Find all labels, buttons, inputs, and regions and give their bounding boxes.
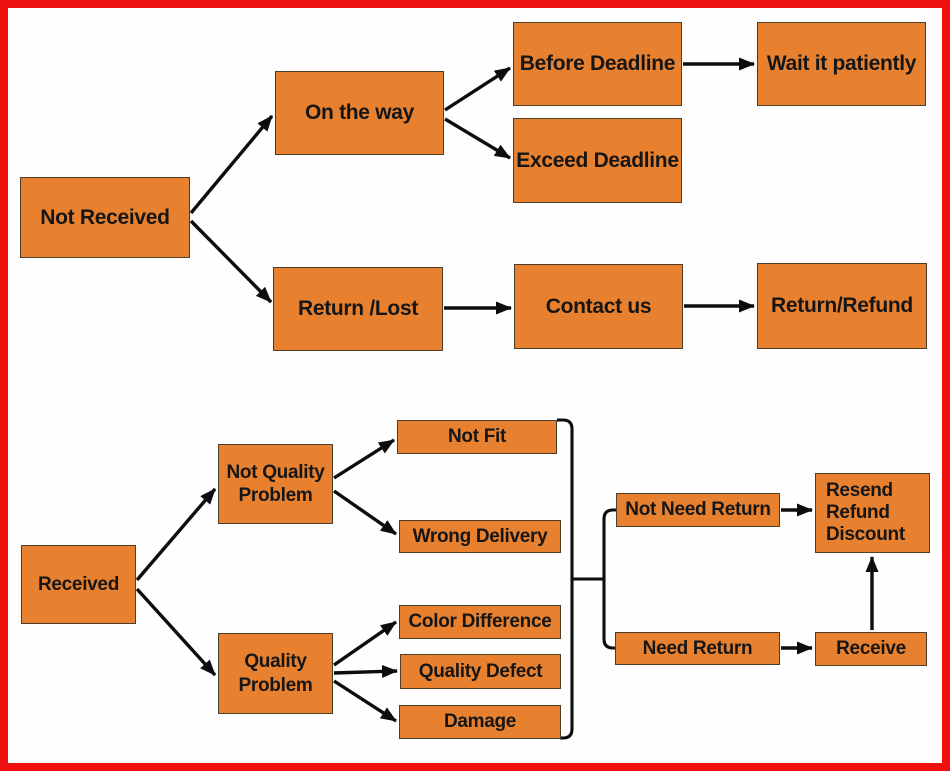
flow-node-not-received: Not Received	[20, 177, 190, 258]
flow-node-before-deadline: Before Deadline	[513, 22, 682, 106]
arrow-not-quality-problem-to-not-fit	[333, 438, 395, 480]
flow-node-wrong-delivery: Wrong Delivery	[399, 520, 561, 553]
branch-connector	[602, 508, 616, 650]
flow-node-wait-it-patiently: Wait it patiently	[757, 22, 926, 106]
flow-node-quality-defect: Quality Defect	[400, 654, 561, 689]
flow-node-on-the-way: On the way	[275, 71, 444, 155]
flow-node-not-fit: Not Fit	[397, 420, 557, 454]
flow-node-return-lost: Return /Lost	[273, 267, 443, 351]
flow-node-color-difference: Color Difference	[399, 605, 561, 639]
arrow-on-the-way-to-exceed-deadline	[444, 117, 511, 160]
flow-node-receive: Receive	[815, 632, 927, 666]
arrow-not-received-to-return-lost	[189, 219, 273, 304]
flow-node-damage: Damage	[399, 705, 561, 739]
flow-node-not-need-return: Not Need Return	[616, 493, 780, 527]
arrow-not-received-to-on-the-way	[189, 114, 274, 215]
arrow-received-to-not-quality-problem	[135, 487, 217, 582]
flow-node-contact-us: Contact us	[514, 264, 683, 349]
arrow-not-quality-problem-to-wrong-delivery	[333, 489, 397, 536]
arrow-on-the-way-to-before-deadline	[444, 66, 511, 112]
flow-node-exceed-deadline: Exceed Deadline	[513, 118, 682, 203]
flow-node-return-refund: Return/Refund	[757, 263, 927, 349]
flow-node-received: Received	[21, 545, 136, 624]
arrow-quality-problem-to-quality-defect	[333, 664, 398, 678]
flow-node-quality-problem: Quality Problem	[218, 633, 333, 714]
arrow-quality-problem-to-color-difference	[333, 620, 397, 667]
flow-node-need-return: Need Return	[615, 632, 780, 665]
arrow-received-to-quality-problem	[135, 587, 217, 677]
flow-node-resend-refund-discount: Resend Refund Discount	[815, 473, 930, 553]
flow-node-not-quality-problem: Not Quality Problem	[218, 444, 333, 524]
arrow-quality-problem-to-damage	[333, 679, 397, 723]
